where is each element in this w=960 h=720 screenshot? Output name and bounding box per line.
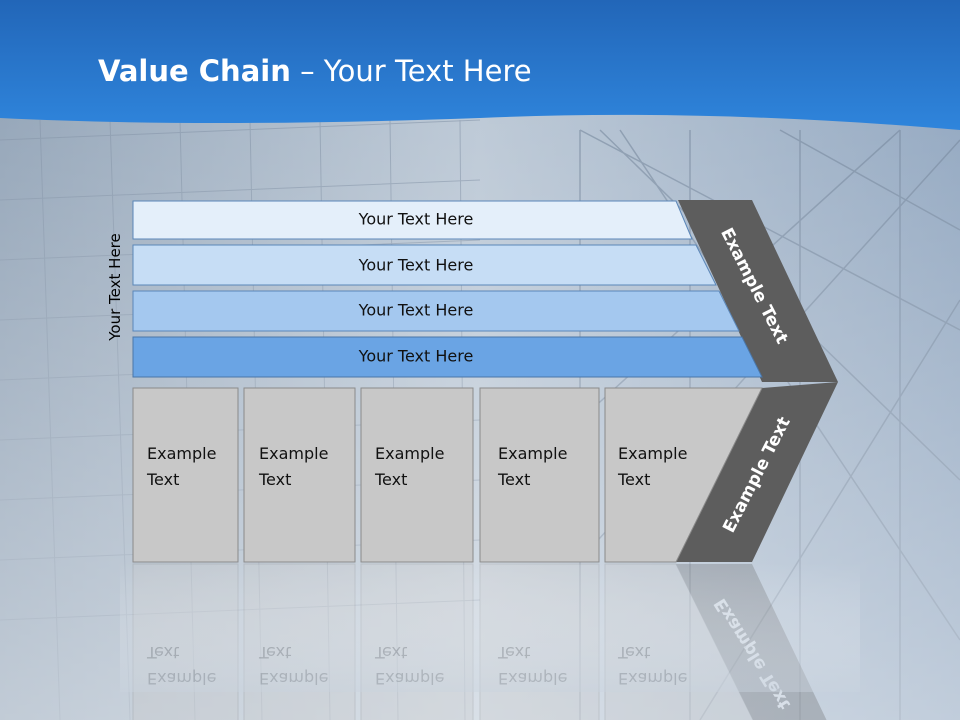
box-5-line1: Example (618, 444, 687, 463)
box-4-line2: Text (497, 470, 530, 489)
arrow-upper-half (678, 200, 838, 382)
box-5-line2: Text (617, 470, 650, 489)
row-3-bar (132, 290, 740, 332)
header-band (0, 0, 960, 130)
row-3: Your Text Here (132, 290, 740, 332)
box-2: Example Text (243, 387, 356, 563)
box-2-line2: Text (258, 470, 291, 489)
title-rest: – Your Text Here (290, 54, 532, 88)
box-1-line2: Text (146, 470, 179, 489)
row-2-label: Your Text Here (358, 256, 474, 275)
row-2-bar (132, 244, 717, 286)
box-3: Example Text (360, 387, 474, 563)
box-3-line1: Example (375, 444, 444, 463)
box-1: Example Text (132, 387, 239, 563)
row-4: Your Text Here (132, 336, 763, 378)
slide-title: Value Chain – Your Text Here (98, 54, 532, 88)
row-1-label: Your Text Here (358, 210, 474, 229)
box-4: Example Text (479, 387, 600, 563)
box-2-line1: Example (259, 444, 328, 463)
box-3-line2: Text (374, 470, 407, 489)
row-4-bar (132, 336, 763, 378)
row-4-label: Your Text Here (358, 347, 474, 366)
box-5: Example Text (604, 387, 763, 563)
row-3-label: Your Text Here (358, 301, 474, 320)
arrow-lower-half (676, 382, 838, 562)
box-1-line1: Example (147, 444, 216, 463)
row-2: Your Text Here (132, 244, 717, 286)
row-1-bar (132, 200, 693, 240)
row-1: Your Text Here (132, 200, 693, 240)
box-4-line1: Example (498, 444, 567, 463)
title-bold: Value Chain (98, 54, 291, 88)
